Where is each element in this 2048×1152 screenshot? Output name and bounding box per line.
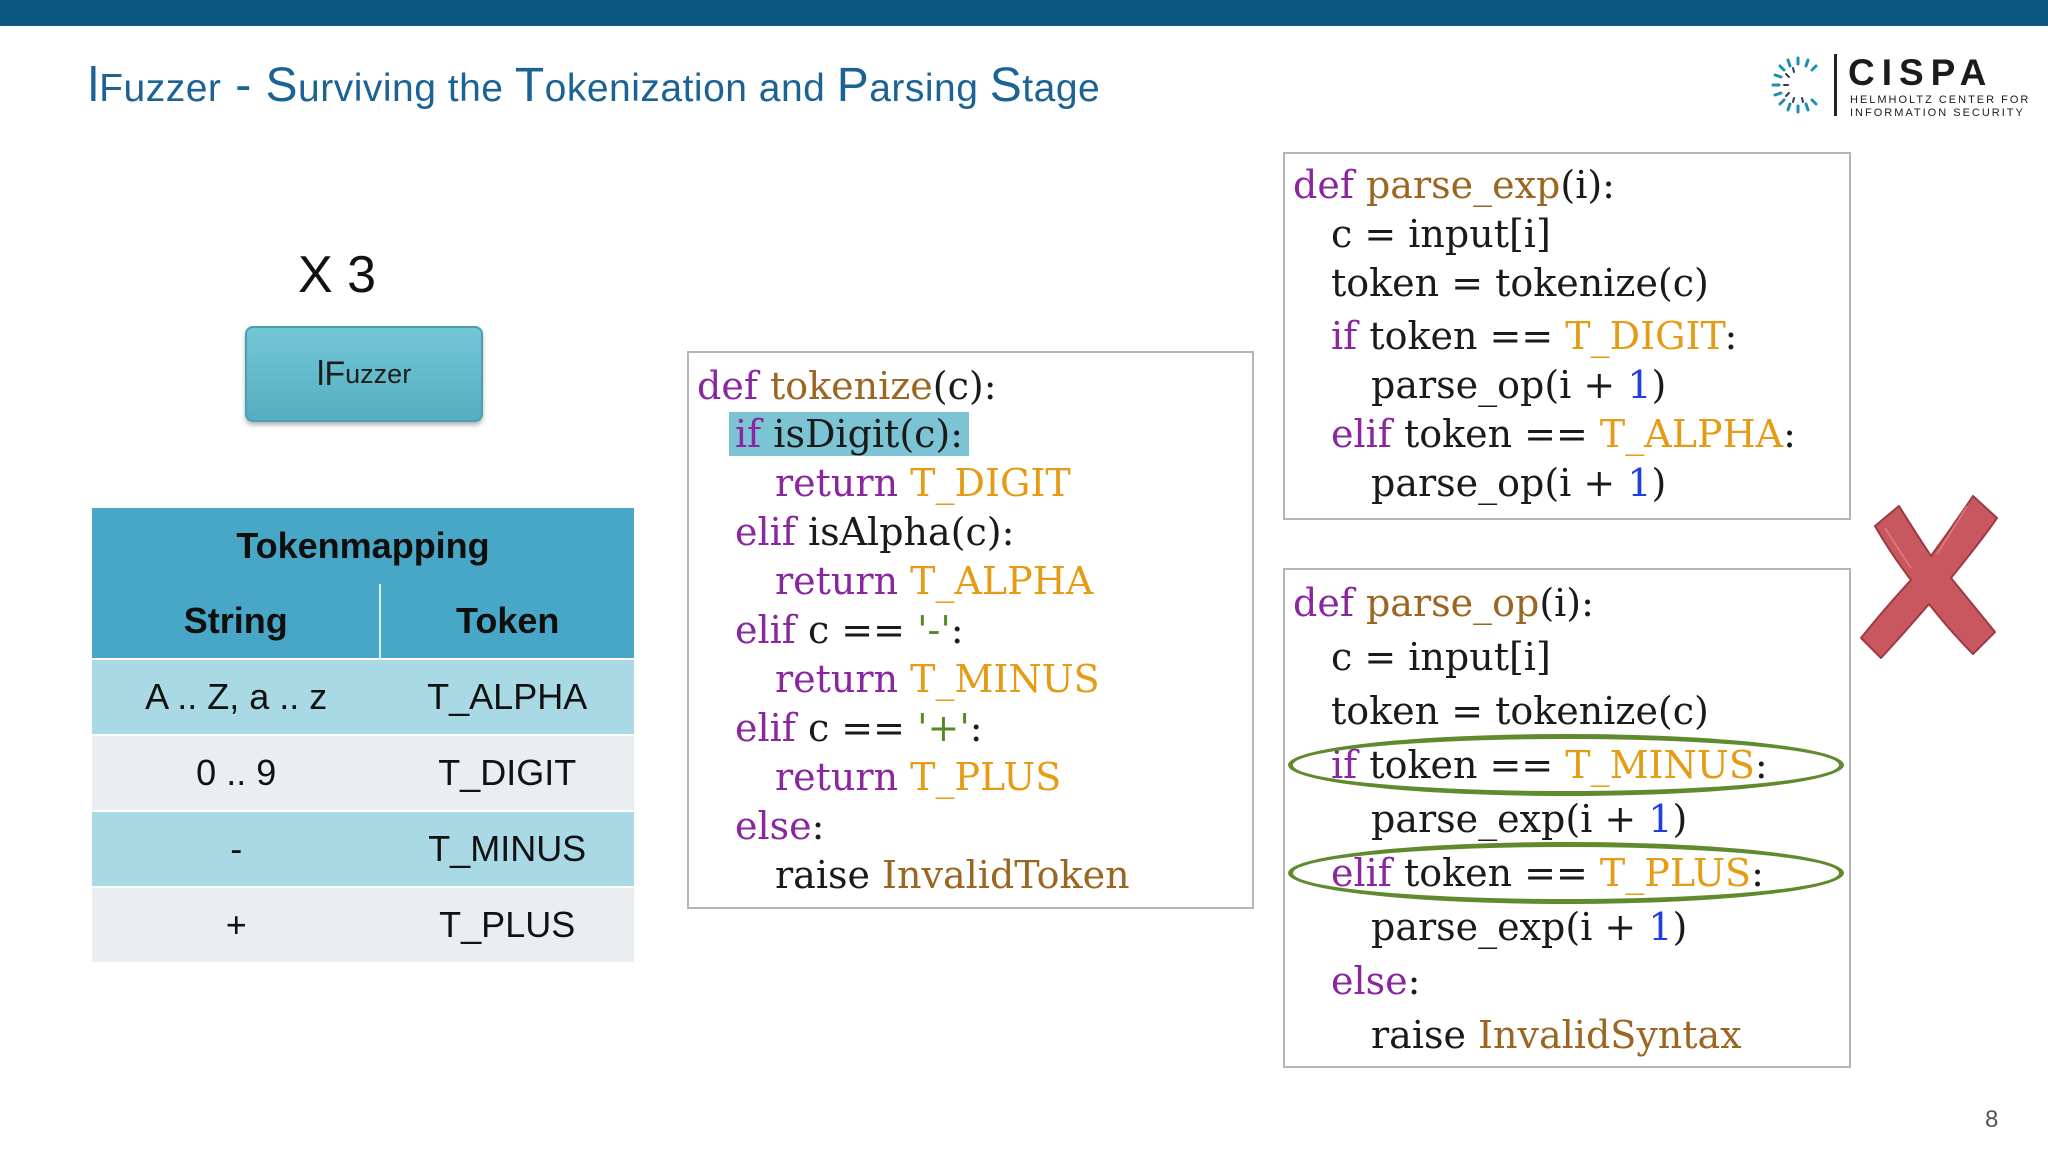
code-line: token = tokenize(c) [1331, 689, 1709, 733]
cell-string: A .. Z, a .. z [92, 658, 381, 735]
cell-token: T_PLUS [380, 886, 634, 962]
parse-exp-code-box: def parse_exp(i): c = input[i] token = t… [1283, 152, 1851, 520]
column-header-string: String [92, 584, 382, 659]
code-line: if token == T_DIGIT: [1331, 314, 1738, 358]
code-line: elif isAlpha(c): [735, 510, 1015, 554]
code-line: return T_ALPHA [775, 559, 1094, 603]
code-line: elif c == '+': [735, 706, 983, 750]
table-row: 0 .. 9 T_DIGIT [92, 734, 634, 811]
logo-subtitle-line1: HELMHOLTZ CENTER FOR [1850, 94, 2031, 106]
code-line: c = input[i] [1331, 635, 1551, 679]
red-cross-icon [1860, 495, 1998, 659]
table-row: A .. Z, a .. z T_ALPHA [92, 658, 634, 735]
code-line: parse_op(i + 1) [1371, 461, 1667, 505]
code-line: def tokenize(c): [697, 364, 997, 408]
code-line: def parse_exp(i): [1293, 163, 1615, 207]
cell-string: + [92, 886, 381, 962]
table-caption: Tokenmapping [92, 508, 634, 584]
code-line: return T_MINUS [775, 657, 1100, 701]
parse-op-code-box: def parse_op(i): c = input[i] token = to… [1283, 568, 1851, 1068]
highlight: if isDigit(c): [729, 412, 970, 456]
code-line: return T_DIGIT [775, 461, 1071, 505]
code-line: token = tokenize(c) [1331, 261, 1709, 305]
code-line: parse_exp(i + 1) [1371, 905, 1688, 949]
code-line: parse_exp(i + 1) [1371, 797, 1688, 841]
repeat-label: X 3 [298, 246, 377, 304]
tokenize-code-box: def tokenize(c): if isDigit(c): return T… [687, 351, 1254, 909]
code-line: else: [1331, 959, 1421, 1003]
top-bar [0, 0, 2048, 26]
highlight-ellipse-minus [1288, 734, 1844, 796]
logo-divider [1834, 54, 1837, 116]
cell-token: T_MINUS [380, 810, 634, 887]
code-line: raise InvalidSyntax [1371, 1013, 1742, 1057]
token-mapping-table: Tokenmapping String Token A .. Z, a .. z… [92, 508, 634, 962]
column-header-token: Token [380, 584, 634, 659]
code-line: return T_PLUS [775, 755, 1062, 799]
code-line: raise InvalidToken [775, 853, 1130, 897]
code-line: elif c == '-': [735, 608, 964, 652]
code-line: c = input[i] [1331, 212, 1551, 256]
cispa-circle-logo-icon [1771, 56, 1818, 114]
code-line: parse_op(i + 1) [1371, 363, 1667, 407]
cell-token: T_ALPHA [380, 658, 634, 735]
code-line: def parse_op(i): [1293, 581, 1594, 625]
code-line-highlighted: if isDigit(c): [729, 411, 970, 457]
slide-title: lFuzzer - Surviving the Tokenization and… [88, 59, 1101, 112]
logo-name: CISPA [1848, 52, 1994, 93]
logo-subtitle-line2: INFORMATION SECURITY [1850, 107, 2025, 119]
cell-string: 0 .. 9 [92, 734, 381, 811]
highlight-ellipse-plus [1288, 842, 1844, 904]
code-line: else: [735, 804, 825, 848]
cell-string: - [92, 810, 381, 887]
cispa-logo: CISPA HELMHOLTZ CENTER FOR INFORMATION S… [1768, 52, 2028, 122]
page-number: 8 [1985, 1106, 1999, 1133]
code-line: elif token == T_ALPHA: [1331, 412, 1796, 456]
table-row: - T_MINUS [92, 810, 634, 887]
cell-token: T_DIGIT [380, 734, 634, 811]
table-row: + T_PLUS [92, 886, 634, 962]
